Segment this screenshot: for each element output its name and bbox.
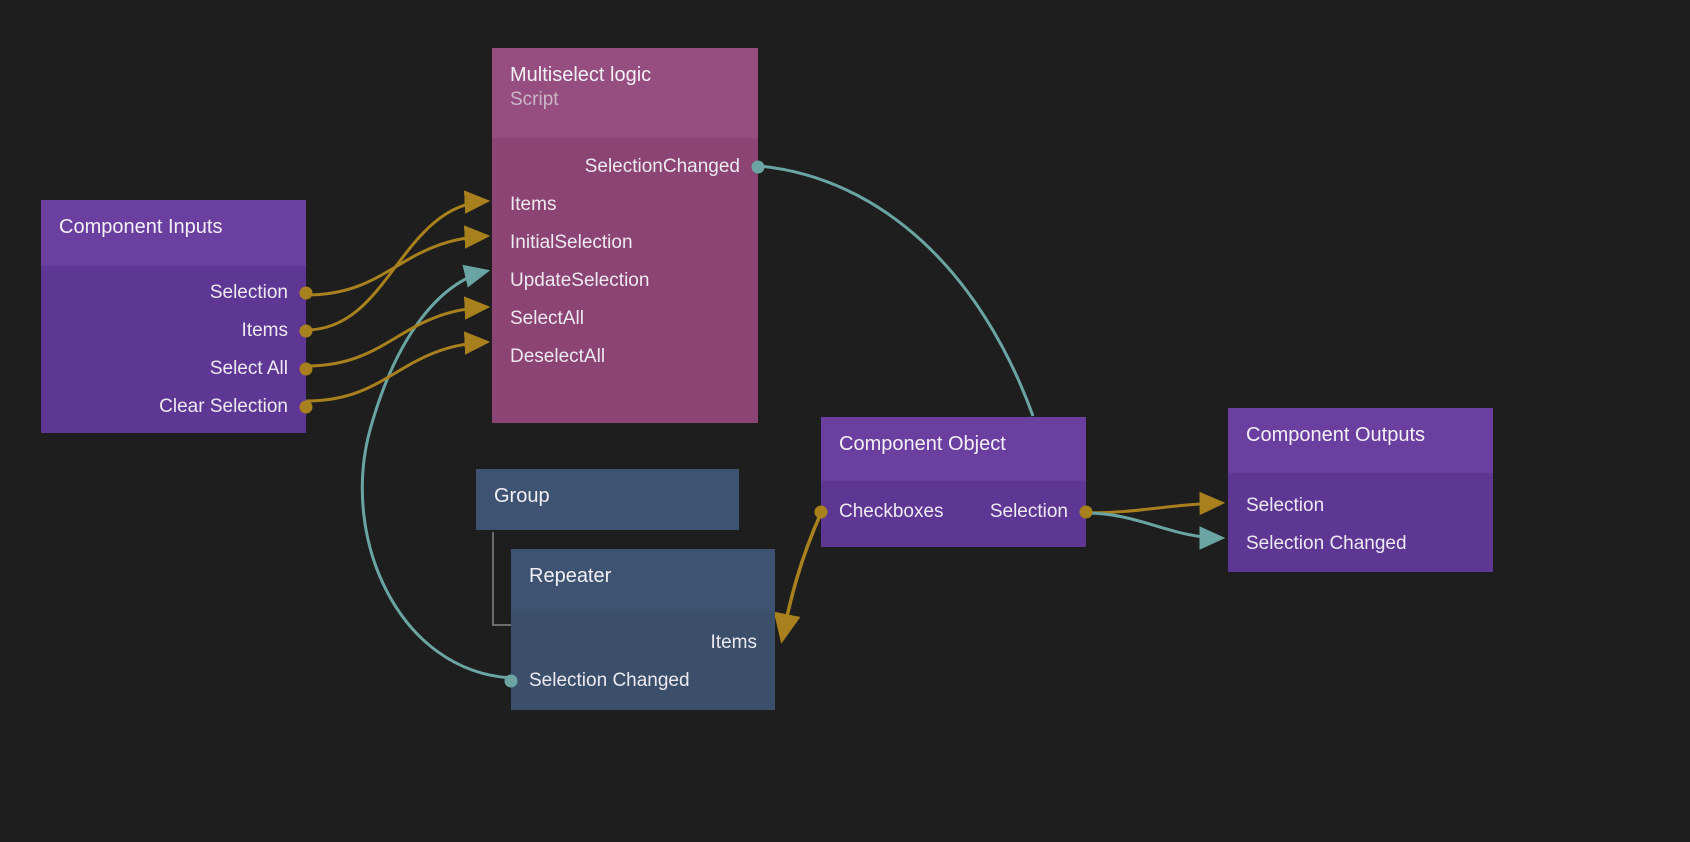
port-row-updateselection[interactable]: UpdateSelection xyxy=(492,262,758,300)
node-title: Component Object xyxy=(839,433,1006,455)
node-component-inputs[interactable]: Component Inputs Selection Items Select … xyxy=(41,200,313,433)
port-label-checkboxes: Checkboxes xyxy=(839,501,944,522)
port-dot-selection-out[interactable] xyxy=(299,286,313,300)
node-component-outputs-header: Component Outputs xyxy=(1228,408,1493,473)
node-component-outputs-body: Selection Selection Changed xyxy=(1228,473,1493,572)
port-label: Items xyxy=(510,194,557,215)
edge-object-selection-to-outputs-selectionchanged xyxy=(1085,511,1226,550)
port-row-select-all[interactable]: Select All xyxy=(41,350,313,388)
port-label: SelectAll xyxy=(510,308,584,329)
port-row-selection[interactable]: Selection xyxy=(41,274,313,312)
port-label: Select All xyxy=(209,358,288,379)
edge-inputs-items-to-logic-items xyxy=(305,190,491,332)
node-repeater[interactable]: Repeater Items Selection Changed xyxy=(504,549,775,710)
port-row-selection-changed[interactable]: Selection Changed xyxy=(504,662,775,700)
node-multiselect-logic[interactable]: Multiselect logic Script SelectionChange… xyxy=(492,48,765,423)
port-label: Items xyxy=(241,320,288,341)
port-row-selectall[interactable]: SelectAll xyxy=(492,300,758,338)
port-label: DeselectAll xyxy=(510,346,606,367)
port-label: Selection xyxy=(209,282,288,303)
node-multiselect-logic-body: SelectionChanged Items InitialSelection … xyxy=(492,138,765,423)
edge-inputs-selection-to-logic-initialselection xyxy=(305,225,491,297)
node-group-header: Group xyxy=(476,469,739,530)
node-multiselect-logic-header: Multiselect logic Script xyxy=(492,48,758,138)
node-component-outputs[interactable]: Component Outputs Selection Selection Ch… xyxy=(1228,408,1493,572)
node-title: Component Inputs xyxy=(59,216,223,238)
port-row-items[interactable]: Items xyxy=(492,186,758,224)
port-row-clear-selection[interactable]: Clear Selection xyxy=(41,388,313,426)
edge-inputs-selectall-to-logic-selectall xyxy=(305,296,491,368)
node-title: Multiselect logic xyxy=(510,64,652,86)
node-title: Component Outputs xyxy=(1246,424,1425,446)
port-row-selection-changed[interactable]: Selection Changed xyxy=(1228,525,1493,563)
port-row-checkboxes-selection[interactable]: Checkboxes Selection xyxy=(814,493,1093,531)
port-dot-selectionchanged-out[interactable] xyxy=(751,160,765,174)
port-row-items[interactable]: Items xyxy=(511,624,775,662)
edge-logic-selectionchanged-to-object xyxy=(759,164,1035,417)
node-component-inputs-body: Selection Items Select All Clear Selecti… xyxy=(41,266,313,433)
node-repeater-header: Repeater xyxy=(511,549,775,610)
edge-object-selection-to-outputs-selection xyxy=(1085,491,1226,516)
node-title: Group xyxy=(494,485,550,507)
port-row-selectionchanged[interactable]: SelectionChanged xyxy=(492,148,765,186)
node-repeater-body: Items Selection Changed xyxy=(504,610,775,710)
node-subtitle: Script xyxy=(510,89,559,110)
port-dot-selection-changed-in[interactable] xyxy=(504,674,518,688)
port-label: Selection Changed xyxy=(1246,533,1407,554)
node-group[interactable]: Group xyxy=(476,469,739,530)
port-row-deselectall[interactable]: DeselectAll xyxy=(492,338,758,376)
node-component-object[interactable]: Component Object Checkboxes Selection xyxy=(814,417,1093,547)
port-label: SelectionChanged xyxy=(584,156,740,177)
edge-inputs-clearselection-to-logic-deselectall xyxy=(305,331,491,403)
port-dot-selection-out[interactable] xyxy=(1079,505,1093,519)
port-row-items[interactable]: Items xyxy=(41,312,313,350)
port-label: Items xyxy=(710,632,757,653)
port-label: Selection xyxy=(1246,495,1325,516)
node-component-object-body: Checkboxes Selection xyxy=(814,481,1093,547)
port-dot-clear-selection-out[interactable] xyxy=(299,400,313,414)
port-label: Clear Selection xyxy=(159,396,288,417)
edge-repeater-items-to-object-checkboxes xyxy=(773,512,823,644)
port-dot-checkboxes-in[interactable] xyxy=(814,505,828,519)
port-label: UpdateSelection xyxy=(510,270,650,291)
port-dot-items-out[interactable] xyxy=(299,324,313,338)
port-label-selection: Selection xyxy=(989,501,1068,522)
node-title: Repeater xyxy=(529,565,612,587)
port-row-initialselection[interactable]: InitialSelection xyxy=(492,224,758,262)
port-label: Selection Changed xyxy=(529,670,690,691)
port-row-selection[interactable]: Selection xyxy=(1228,487,1493,525)
port-label: InitialSelection xyxy=(510,232,633,253)
port-dot-select-all-out[interactable] xyxy=(299,362,313,376)
node-component-inputs-header: Component Inputs xyxy=(41,200,306,266)
group-child-bracket xyxy=(492,532,514,626)
node-component-object-header: Component Object xyxy=(821,417,1086,481)
